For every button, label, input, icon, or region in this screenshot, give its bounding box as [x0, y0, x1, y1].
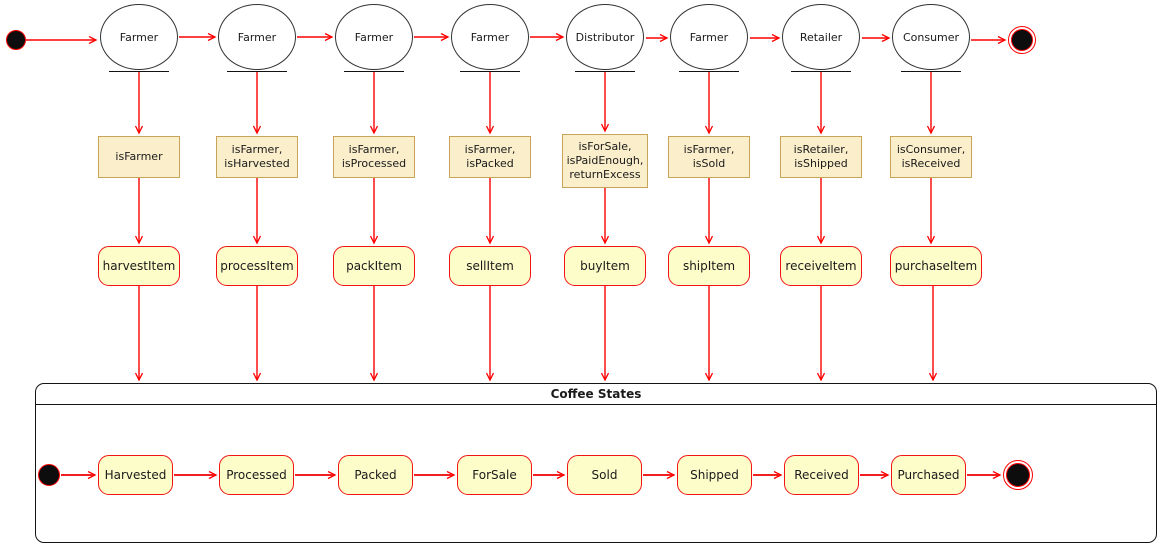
actor-underline	[575, 71, 635, 72]
actor-underline	[460, 71, 520, 72]
guard-label: isForSale, isPaidEnough, returnExcess	[566, 140, 644, 181]
initial-node[interactable]	[6, 30, 26, 50]
action-box-harvestitem[interactable]: harvestItem	[98, 246, 180, 286]
actor-underline	[679, 71, 739, 72]
state-label: Purchased	[897, 468, 960, 482]
actor-node-farmer-1[interactable]: Farmer	[100, 4, 178, 70]
guard-box-issold[interactable]: isFarmer, isSold	[668, 136, 750, 178]
state-label: Packed	[354, 468, 397, 482]
guard-label: isFarmer, isProcessed	[341, 143, 407, 170]
action-label: buyItem	[580, 259, 630, 273]
guard-label: isRetailer, isShipped	[793, 143, 849, 170]
state-box-purchased[interactable]: Purchased	[891, 455, 966, 495]
final-node[interactable]	[1008, 26, 1036, 54]
actor-node-distributor[interactable]: Distributor	[566, 4, 644, 70]
guard-box-ispacked[interactable]: isFarmer, isPacked	[449, 136, 531, 178]
action-label: sellItem	[466, 259, 514, 273]
action-label: purchaseItem	[894, 259, 978, 273]
action-label: harvestItem	[102, 259, 176, 273]
state-label: Received	[794, 468, 849, 482]
action-box-receiveitem[interactable]: receiveItem	[780, 246, 862, 286]
state-label: Shipped	[690, 468, 739, 482]
state-initial-node[interactable]	[38, 464, 60, 486]
actor-node-farmer-4[interactable]: Farmer	[451, 4, 529, 70]
state-final-node-dot	[1006, 463, 1030, 487]
action-label: receiveItem	[785, 259, 857, 273]
guard-label: isFarmer, isHarvested	[224, 143, 290, 170]
action-box-processitem[interactable]: processItem	[216, 246, 298, 286]
state-box-sold[interactable]: Sold	[567, 455, 642, 495]
state-box-processed[interactable]: Processed	[219, 455, 294, 495]
column-arrows	[139, 72, 933, 380]
actor-label: Farmer	[237, 30, 277, 44]
actor-node-retailer[interactable]: Retailer	[782, 4, 860, 70]
guard-box-isharvested[interactable]: isFarmer, isHarvested	[216, 136, 298, 178]
action-label: packItem	[346, 259, 402, 273]
state-box-harvested[interactable]: Harvested	[98, 455, 173, 495]
action-label: processItem	[220, 259, 294, 273]
guard-label: isFarmer	[115, 150, 163, 163]
state-final-node[interactable]	[1003, 460, 1033, 490]
guard-box-isforsale[interactable]: isForSale, isPaidEnough, returnExcess	[562, 134, 648, 188]
actor-underline	[227, 71, 287, 72]
actor-label: Farmer	[689, 30, 729, 44]
actor-node-farmer-3[interactable]: Farmer	[335, 4, 413, 70]
actor-label: Farmer	[119, 30, 159, 44]
guard-box-isreceived[interactable]: isConsumer, isReceived	[890, 136, 972, 178]
guard-box-isfarmer[interactable]: isFarmer	[98, 136, 180, 178]
action-box-shipitem[interactable]: shipItem	[668, 246, 750, 286]
guard-box-isprocessed[interactable]: isFarmer, isProcessed	[333, 136, 415, 178]
state-label: Sold	[591, 468, 618, 482]
actor-node-farmer-5[interactable]: Farmer	[670, 4, 748, 70]
action-label: shipItem	[682, 259, 736, 273]
actor-underline	[344, 71, 404, 72]
actor-label: Distributor	[575, 30, 635, 44]
final-node-dot	[1011, 29, 1033, 51]
state-box-shipped[interactable]: Shipped	[677, 455, 752, 495]
state-label: Processed	[226, 468, 287, 482]
state-label: ForSale	[472, 468, 517, 482]
state-label: Harvested	[104, 468, 167, 482]
state-box-received[interactable]: Received	[784, 455, 859, 495]
actor-label: Farmer	[354, 30, 394, 44]
guard-label: isFarmer, isSold	[683, 143, 735, 170]
action-box-buyitem[interactable]: buyItem	[564, 246, 646, 286]
guard-box-isshipped[interactable]: isRetailer, isShipped	[780, 136, 862, 178]
action-box-packitem[interactable]: packItem	[333, 246, 415, 286]
actor-underline	[109, 71, 169, 72]
state-box-packed[interactable]: Packed	[338, 455, 413, 495]
actor-label: Farmer	[470, 30, 510, 44]
actor-flow-arrows	[26, 37, 1005, 40]
guard-label: isFarmer, isPacked	[464, 143, 516, 170]
frame-title: Coffee States	[36, 384, 1156, 405]
action-box-purchaseitem[interactable]: purchaseItem	[890, 246, 982, 286]
state-box-forsale[interactable]: ForSale	[457, 455, 532, 495]
actor-underline	[791, 71, 851, 72]
actor-underline	[901, 71, 961, 72]
actor-node-farmer-2[interactable]: Farmer	[218, 4, 296, 70]
guard-label: isConsumer, isReceived	[896, 143, 966, 170]
action-box-sellitem[interactable]: sellItem	[449, 246, 531, 286]
actor-label: Retailer	[799, 30, 843, 44]
actor-node-consumer[interactable]: Consumer	[892, 4, 970, 70]
actor-label: Consumer	[902, 30, 960, 44]
